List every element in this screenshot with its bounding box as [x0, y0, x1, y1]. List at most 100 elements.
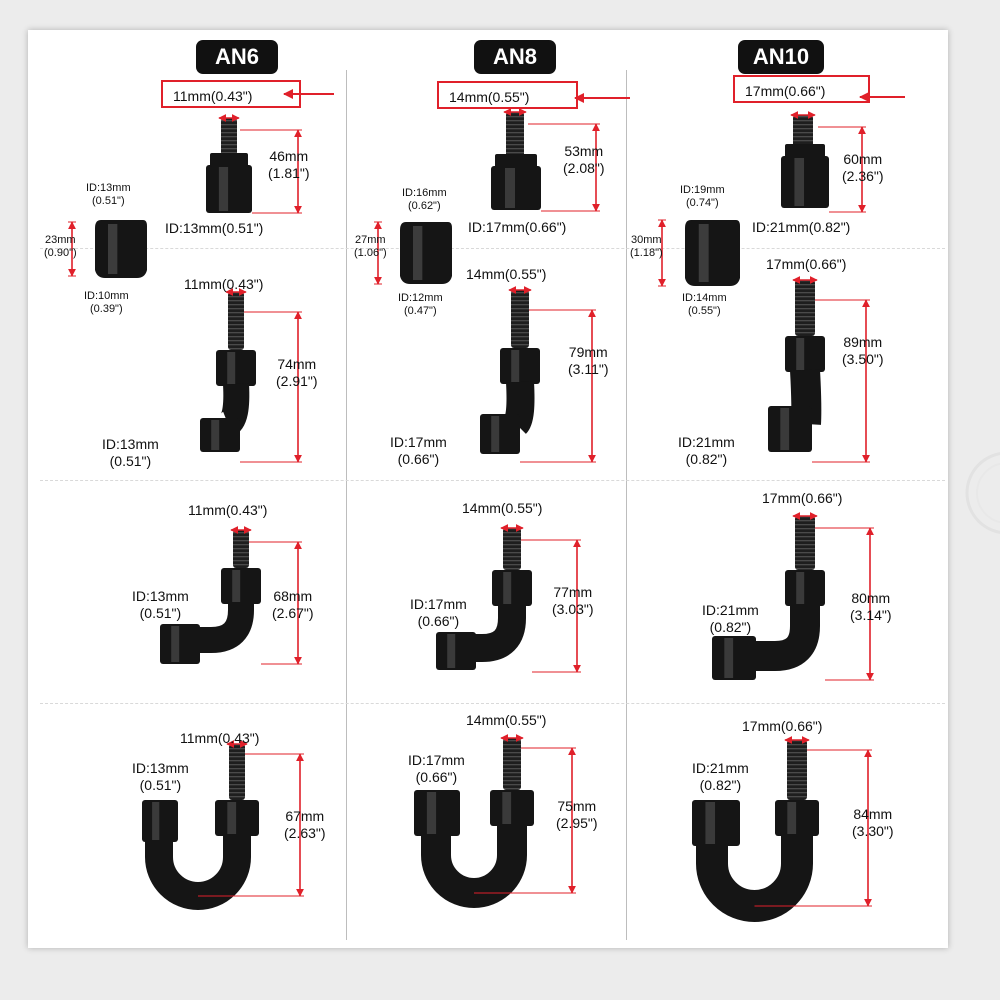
- inner-diameter-label: ID:21mm(0.82"): [692, 760, 749, 793]
- hex-highlight: [505, 168, 515, 208]
- thread-label: 17mm(0.66"): [762, 490, 843, 506]
- hex-highlight: [491, 416, 500, 452]
- thread-size-box: 14mm(0.55"): [437, 81, 578, 109]
- length-label: 77mm(3.03"): [552, 584, 594, 617]
- hose-sleeve: [400, 222, 452, 284]
- length-label: 89mm(3.50"): [842, 334, 884, 367]
- hex-highlight: [780, 408, 790, 450]
- row-divider: [40, 703, 945, 704]
- inner-diameter-label: ID:13mm(0.51"): [132, 760, 189, 793]
- thread-size-box: 11mm(0.43"): [161, 80, 301, 108]
- threaded-barb: [795, 280, 815, 336]
- hex-highlight: [511, 350, 520, 382]
- length-label: 53mm(2.08"): [563, 143, 605, 176]
- inner-diameter-label: ID:21mm(0.82"): [752, 219, 851, 235]
- hex-nut: [712, 636, 756, 680]
- badge-an6: AN6: [196, 40, 278, 74]
- sleeve-height-label: 30mm(1.18"): [630, 234, 663, 259]
- thread-size-box: 17mm(0.66"): [733, 75, 870, 103]
- bent-tube: [472, 604, 526, 662]
- hex-nut: [480, 414, 520, 454]
- length-label: 84mm(3.30"): [852, 806, 894, 839]
- length-label: 60mm(2.36"): [842, 151, 884, 184]
- hex-highlight: [447, 634, 456, 668]
- sleeve-highlight: [413, 226, 423, 280]
- threaded-barb: [787, 740, 807, 800]
- sleeve-height-label: 23mm(0.90"): [44, 234, 77, 259]
- hex-highlight: [705, 802, 716, 844]
- hex-nut: [768, 406, 812, 452]
- length-label: 67mm(2.63"): [284, 808, 326, 841]
- hose-sleeve: [95, 220, 147, 278]
- hex-nut: [206, 165, 252, 213]
- threaded-barb: [503, 528, 521, 570]
- hex-nut: [490, 790, 534, 826]
- hex-nut: [692, 800, 740, 846]
- sleeve-bottom-id-label: ID:14mm(0.55"): [682, 292, 727, 317]
- badge-an10: AN10: [738, 40, 824, 74]
- sleeve-top-id-label: ID:13mm(0.51"): [86, 182, 131, 207]
- hex-nut: [785, 570, 825, 606]
- hex-nut: [500, 348, 540, 384]
- hex-highlight: [171, 626, 180, 662]
- thread-label: 11mm(0.43"): [184, 276, 264, 292]
- hex-nut: [775, 800, 819, 836]
- threaded-barb: [503, 738, 521, 790]
- inner-diameter-label: ID:21mm(0.82"): [702, 602, 759, 635]
- length-label: 46mm(1.81"): [268, 148, 310, 181]
- sleeve-height-label: 27mm(1.06"): [354, 234, 387, 259]
- inner-diameter-label: ID:13mm(0.51"): [132, 588, 189, 621]
- sleeve-top-id-label: ID:16mm(0.62"): [402, 187, 447, 212]
- thread-label: 11mm(0.43"): [188, 502, 268, 518]
- hex-nut: [492, 570, 532, 606]
- length-label: 68mm(2.67"): [272, 588, 314, 621]
- threaded-barb: [795, 516, 815, 570]
- hex-nut: [414, 790, 460, 836]
- nut-collar: [495, 154, 537, 168]
- length-label: 79mm(3.11"): [568, 344, 609, 377]
- hex-highlight: [794, 158, 805, 206]
- hex-nut: [491, 166, 541, 210]
- nut-collar: [210, 153, 248, 167]
- threaded-barb: [511, 290, 529, 348]
- inner-diameter-label: ID:17mm(0.66"): [410, 596, 467, 629]
- thread-label: 11mm(0.43"): [180, 730, 260, 746]
- sleeve-bottom-id-label: ID:12mm(0.47"): [398, 292, 443, 317]
- thread-label: 17mm(0.66"): [766, 256, 847, 272]
- hex-highlight: [503, 572, 512, 604]
- hex-highlight: [796, 572, 805, 604]
- hex-highlight: [232, 570, 241, 602]
- hex-nut: [436, 632, 476, 670]
- row-divider: [40, 248, 945, 249]
- row-divider: [40, 480, 945, 481]
- bent-tube: [145, 834, 251, 910]
- hex-nut: [160, 624, 200, 664]
- length-label: 74mm(2.91"): [276, 356, 318, 389]
- hex-highlight: [787, 802, 797, 834]
- thread-label: 14mm(0.55"): [462, 500, 543, 516]
- hose-sleeve: [685, 220, 740, 286]
- inner-diameter-label: ID:13mm(0.51"): [102, 436, 159, 469]
- inner-diameter-label: ID:21mm(0.82"): [678, 434, 735, 467]
- length-label: 75mm(2.95"): [556, 798, 598, 831]
- bent-tube: [196, 602, 254, 653]
- decorative-rings: [965, 452, 1000, 534]
- hex-nut: [215, 800, 259, 836]
- hex-highlight: [218, 167, 229, 211]
- threaded-barb: [228, 292, 244, 350]
- hex-highlight: [796, 338, 805, 370]
- sleeve-bottom-id-label: ID:10mm(0.39"): [84, 290, 129, 315]
- thread-label: 14mm(0.55"): [466, 266, 547, 282]
- inner-diameter-label: ID:17mm(0.66"): [390, 434, 447, 467]
- hex-highlight: [227, 352, 236, 384]
- inner-diameter-label: ID:17mm(0.66"): [468, 219, 567, 235]
- thread-label: 14mm(0.55"): [466, 712, 547, 728]
- column-divider: [626, 70, 627, 940]
- hex-highlight: [211, 420, 220, 450]
- badge-an8: AN8: [474, 40, 556, 74]
- hex-nut: [216, 350, 256, 386]
- nut-collar: [785, 144, 825, 158]
- column-divider: [346, 70, 347, 940]
- hex-nut: [200, 418, 240, 452]
